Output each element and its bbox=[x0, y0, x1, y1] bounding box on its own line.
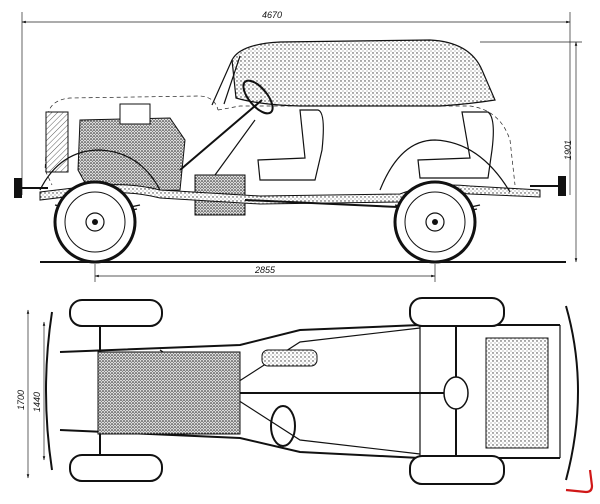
wheelbase-dimension: 2855 bbox=[94, 264, 436, 282]
radiator-grille bbox=[45, 111, 69, 173]
track-width-label: 1440 bbox=[32, 392, 42, 412]
front-fender bbox=[39, 149, 161, 191]
side-view: 4670 1901 2855 bbox=[14, 10, 582, 282]
front-bumper bbox=[14, 178, 48, 198]
plan-view: 1700 1440 bbox=[16, 297, 579, 485]
plan-rear-box bbox=[485, 337, 549, 449]
height-dimension: 1901 bbox=[480, 41, 582, 263]
plan-steering-wheel bbox=[270, 405, 296, 447]
soft-top bbox=[231, 39, 496, 107]
front-wheel bbox=[53, 180, 137, 264]
plan-rear-right-wheel bbox=[409, 455, 505, 485]
plan-differential bbox=[443, 376, 469, 410]
rear-fender bbox=[379, 139, 511, 193]
propeller-shaft bbox=[244, 199, 421, 209]
overall-length-dimension: 4670 bbox=[21, 10, 571, 195]
plan-engine-block bbox=[97, 351, 241, 435]
plan-rear-bumper bbox=[565, 305, 579, 481]
wheelbase-label: 2855 bbox=[254, 265, 276, 275]
corner-mark bbox=[565, 469, 594, 494]
rear-wheel bbox=[393, 180, 477, 264]
outer-width-label: 1700 bbox=[16, 390, 26, 410]
rear-bumper bbox=[530, 176, 566, 196]
outer-width-dimension: 1700 bbox=[16, 309, 30, 479]
track-width-dimension: 1440 bbox=[32, 321, 46, 461]
plan-silencer bbox=[261, 349, 318, 367]
overall-length-label: 4670 bbox=[262, 10, 282, 20]
steering-column bbox=[179, 99, 263, 171]
plan-front-bumper bbox=[45, 311, 53, 471]
engine-block bbox=[77, 117, 186, 193]
plan-rear-left-wheel bbox=[409, 297, 505, 327]
rear-seat bbox=[417, 111, 494, 179]
windscreen bbox=[211, 55, 241, 106]
front-seat bbox=[257, 109, 324, 181]
height-label: 1901 bbox=[563, 140, 573, 160]
plan-front-left-wheel bbox=[69, 299, 163, 327]
gear-lever bbox=[214, 119, 256, 176]
body-outline bbox=[44, 95, 516, 186]
plan-front-right-wheel bbox=[69, 454, 163, 482]
steering-wheel bbox=[242, 79, 274, 115]
air-cleaner bbox=[119, 103, 151, 125]
